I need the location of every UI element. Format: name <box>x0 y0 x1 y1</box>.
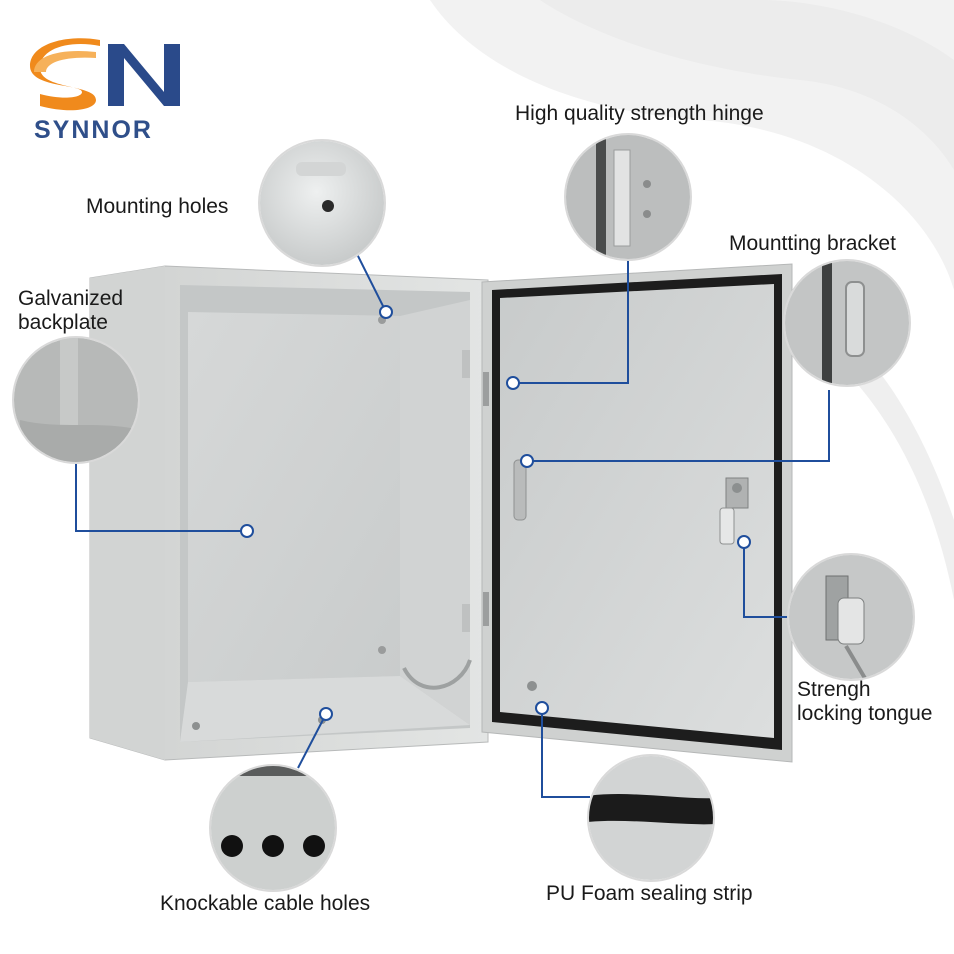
label-bracket: Mountting bracket <box>729 232 896 255</box>
leader-dots <box>240 305 751 721</box>
cabinet-body <box>89 265 489 761</box>
cabinet-door <box>481 263 793 763</box>
detail-cable-holes <box>209 764 337 892</box>
label-mounting-holes: Mounting holes <box>86 195 229 218</box>
detail-mounting-holes <box>258 139 386 267</box>
leader-lines <box>75 231 830 798</box>
detail-bracket <box>783 259 911 387</box>
label-galvanized-line2: backplate <box>18 311 108 334</box>
brand-name: SYNNOR <box>34 116 153 144</box>
detail-hinge <box>564 133 692 261</box>
label-cable-holes: Knockable cable holes <box>160 892 371 915</box>
logo-mark <box>30 38 180 111</box>
label-locking-line2: locking tongue <box>797 702 933 725</box>
label-galvanized-line1: Galvanized <box>18 287 124 310</box>
detail-sealing-strip <box>587 754 715 882</box>
label-sealing-strip: PU Foam sealing strip <box>546 882 753 905</box>
detail-locking-tongue <box>787 553 915 681</box>
label-hinge: High quality strength hinge <box>515 102 764 125</box>
label-locking-line1: Strengh <box>797 678 871 701</box>
